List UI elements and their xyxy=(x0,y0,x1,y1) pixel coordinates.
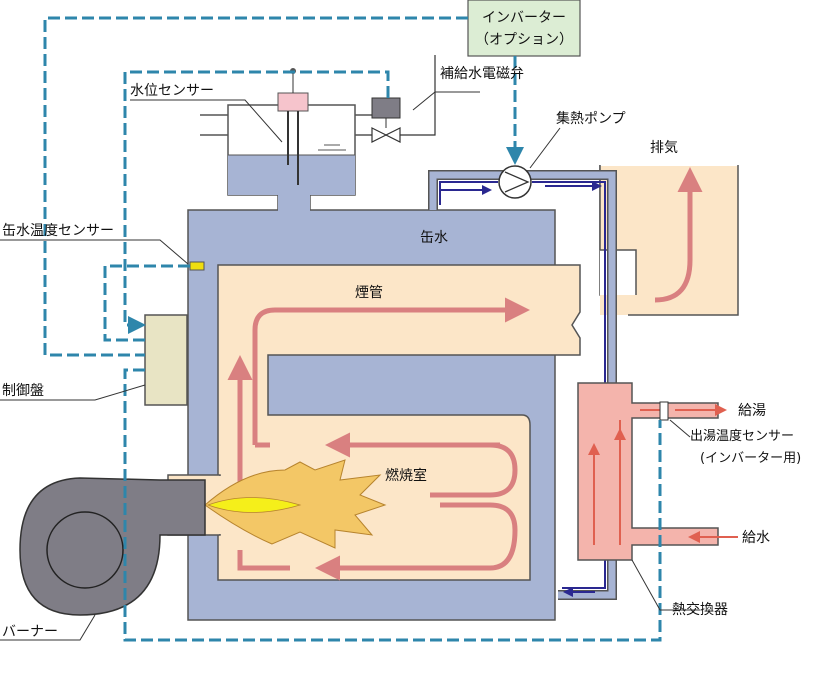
boiler-water-label: 缶水 xyxy=(420,230,448,246)
exhaust-arrow xyxy=(654,167,703,303)
solenoid-valve-label: 補給水電磁弁 xyxy=(440,66,524,82)
smoke-tube-label: 煙管 xyxy=(355,285,383,301)
burner-flame xyxy=(204,459,387,549)
exhaust-label: 排気 xyxy=(650,140,678,156)
pump-icon xyxy=(498,165,532,199)
inverter-label-2: （オプション） xyxy=(475,32,573,48)
heat-exchanger-label: 熱交換器 xyxy=(672,601,728,618)
outlet-temp-sensor-sublabel: (インバーター用) xyxy=(700,451,801,466)
water-supply-label: 給水 xyxy=(742,530,770,546)
control-panel xyxy=(144,314,188,406)
heat-exchanger xyxy=(577,382,738,561)
control-panel-label: 制御盤 xyxy=(2,383,44,399)
leader-lines xyxy=(0,91,700,641)
hot-water-out-label: 給湯 xyxy=(738,402,766,419)
solenoid-valve xyxy=(371,55,436,143)
exhaust-stack xyxy=(599,164,739,316)
control-lines xyxy=(43,16,662,642)
burner xyxy=(19,477,206,616)
gas-flow-arrows xyxy=(227,297,530,581)
boiler-water-temp-sensor-label: 缶水温度センサー xyxy=(2,223,114,239)
outlet-temp-sensor-label: 出湯温度センサー xyxy=(690,428,794,444)
outlet-temp-sensor xyxy=(659,401,669,421)
combustion-chamber-label: 燃焼室 xyxy=(385,467,427,484)
water-level-sensor xyxy=(277,68,309,185)
burner-label: バーナー xyxy=(2,624,58,640)
inverter-box: インバーター （オプション） xyxy=(467,0,581,57)
collection-pump-label: 集熱ポンプ xyxy=(556,110,626,127)
water-level-sensor-label: 水位センサー xyxy=(130,83,214,99)
inverter-label-1: インバーター xyxy=(482,10,566,26)
boiler-water-temp-sensor xyxy=(189,261,205,271)
